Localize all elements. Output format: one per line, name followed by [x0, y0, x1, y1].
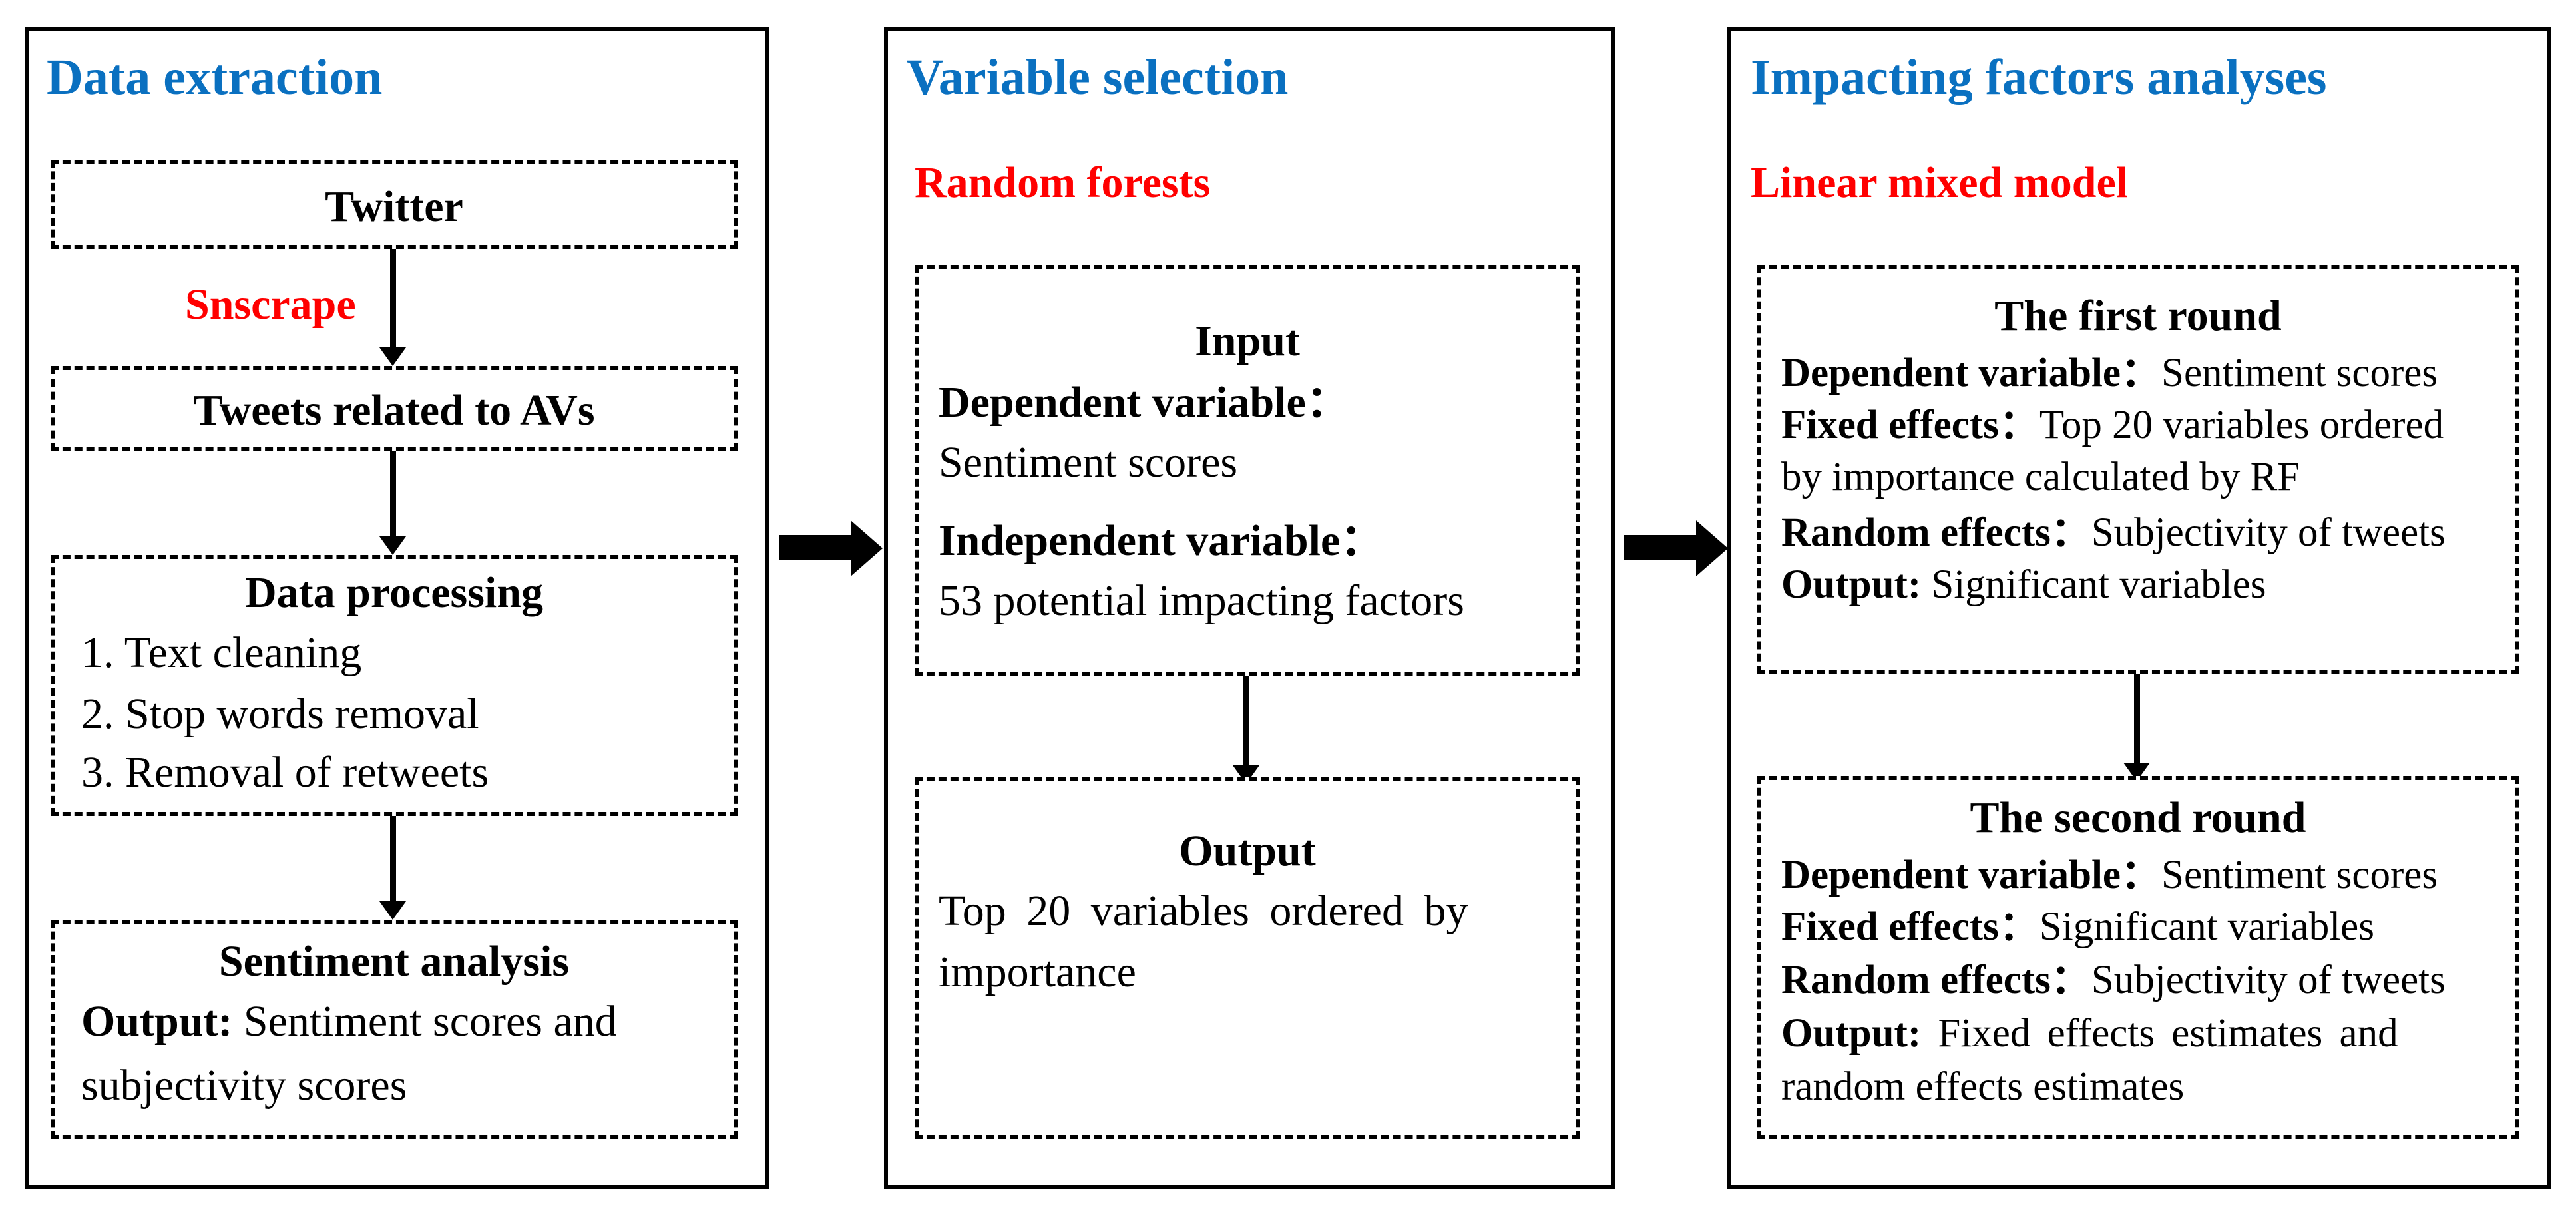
- sentiment-analysis-box: [51, 920, 738, 1139]
- arrowhead-twitter-tweets: [379, 347, 406, 366]
- connector-processing-sentiment: [390, 816, 396, 903]
- second-output-row: Output: Fixed effects estimates and: [1781, 1013, 2398, 1054]
- first-random-value: Subjectivity of tweets: [2091, 510, 2446, 555]
- sentiment-output-label: Output:: [81, 997, 233, 1046]
- linear-mixed-model-label: Linear mixed model: [1751, 158, 2129, 207]
- input-title: Input: [1195, 317, 1300, 365]
- sentiment-output-value: Sentiment scores and: [243, 997, 617, 1046]
- flow-arrow-extraction-to-selection: [779, 520, 885, 576]
- first-dependent-label: Dependent variable：: [1781, 351, 2162, 395]
- random-forests-label: Random forests: [915, 158, 1211, 207]
- output-box: [915, 777, 1580, 1139]
- arrowhead-tweets-processing: [379, 536, 406, 555]
- processing-step-2: 2. Stop words removal: [81, 690, 479, 738]
- second-output-value: Fixed effects estimates and: [1938, 1011, 2398, 1056]
- second-dependent-label: Dependent variable：: [1781, 853, 2162, 897]
- connector-twitter-tweets: [390, 249, 396, 349]
- first-random-label: Random effects：: [1781, 510, 2091, 555]
- second-random-value: Subjectivity of tweets: [2091, 958, 2446, 1002]
- second-fixed-label: Fixed effects：: [1781, 905, 2039, 949]
- twitter-label: Twitter: [325, 182, 463, 231]
- second-random-label: Random effects：: [1781, 958, 2091, 1002]
- arrowhead-processing-sentiment: [379, 901, 406, 920]
- first-fixed-value: Top 20 variables ordered: [2039, 403, 2444, 447]
- input-dependent-value: Sentiment scores: [939, 438, 1238, 487]
- second-dependent-row: Dependent variable：Sentiment scores: [1781, 855, 2438, 895]
- sentiment-output-line2: subjectivity scores: [81, 1061, 407, 1110]
- flow-arrow-selection-to-analysis: [1624, 520, 1731, 576]
- input-independent-value: 53 potential impacting factors: [939, 576, 1464, 625]
- second-random-row: Random effects：Subjectivity of tweets: [1781, 960, 2446, 1000]
- first-output-label: Output:: [1781, 562, 1922, 607]
- second-round-title: The second round: [1970, 793, 2306, 842]
- sentiment-analysis-title: Sentiment analysis: [218, 937, 570, 986]
- first-output-row: Output: Significant variables: [1781, 564, 2266, 605]
- second-fixed-row: Fixed effects：Significant variables: [1781, 907, 2374, 947]
- twitter-box: [51, 160, 738, 249]
- connector-input-output: [1243, 676, 1249, 767]
- first-dependent-value: Sentiment scores: [2161, 351, 2438, 395]
- variable-selection-title: Variable selection: [907, 49, 1289, 105]
- second-round-box: [1757, 776, 2519, 1139]
- data-processing-box: [51, 555, 738, 816]
- impacting-factors-title: Impacting factors analyses: [1751, 49, 2327, 105]
- first-round-title: The first round: [1994, 292, 2282, 340]
- second-output-value-line2: random effects estimates: [1781, 1064, 2185, 1109]
- processing-step-3: 3. Removal of retweets: [81, 748, 489, 797]
- first-round-box: [1757, 265, 2519, 674]
- second-output-label: Output:: [1781, 1011, 1922, 1056]
- first-output-value: Significant variables: [1931, 562, 2266, 607]
- input-dependent-label: Dependent variable：: [939, 378, 1350, 427]
- output-value-line2: importance: [939, 948, 1136, 996]
- second-fixed-value: Significant variables: [2039, 905, 2374, 949]
- processing-step-1: 1. Text cleaning: [81, 628, 362, 677]
- tweets-label: Tweets related to AVs: [193, 386, 595, 435]
- sentiment-output-line1: Output: Sentiment scores and: [81, 1000, 617, 1044]
- second-dependent-value: Sentiment scores: [2161, 853, 2438, 897]
- output-title: Output: [1179, 827, 1316, 875]
- connector-first-second: [2134, 674, 2140, 764]
- first-random-row: Random effects：Subjectivity of tweets: [1781, 512, 2446, 553]
- output-value-line1: Top 20 variables ordered by: [939, 887, 1468, 935]
- snscrape-label: Snscrape: [185, 280, 356, 329]
- data-extraction-title: Data extraction: [47, 49, 383, 105]
- data-processing-title: Data processing: [245, 568, 543, 617]
- first-fixed-value-line2: by importance calculated by RF: [1781, 455, 2300, 499]
- connector-tweets-processing: [390, 451, 396, 538]
- first-fixed-label: Fixed effects：: [1781, 403, 2039, 447]
- tweets-box: [51, 366, 738, 451]
- first-dependent-row: Dependent variable：Sentiment scores: [1781, 353, 2438, 393]
- first-fixed-row: Fixed effects：Top 20 variables ordered: [1781, 405, 2444, 445]
- input-independent-label: Independent variable：: [939, 516, 1385, 565]
- input-box: [915, 265, 1580, 676]
